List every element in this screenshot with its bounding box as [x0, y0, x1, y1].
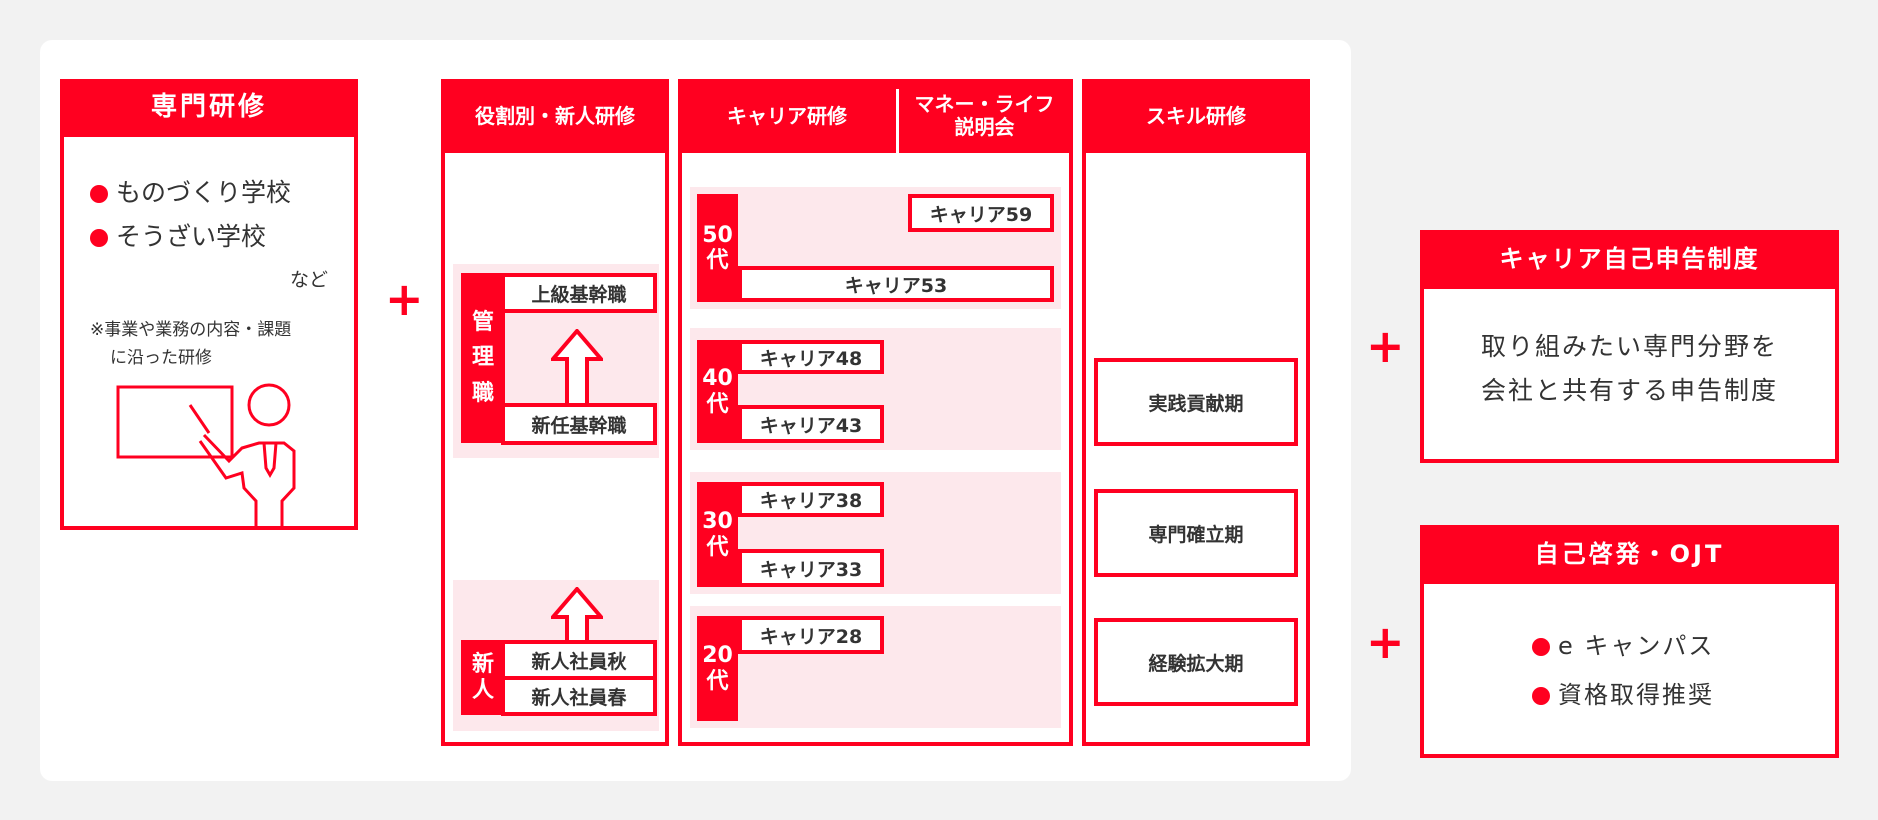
self-report-title: キャリア自己申告制度	[1420, 230, 1839, 289]
header-divider	[896, 89, 899, 153]
career-33-box: キャリア33	[738, 549, 884, 587]
bullet-icon	[90, 185, 108, 203]
senior-manager-box: 上級基幹職	[501, 273, 657, 313]
career-title: キャリア研修	[678, 79, 896, 153]
note-line: に沿った研修	[110, 348, 212, 368]
bullet-icon	[1532, 638, 1550, 656]
role-training-column: 役割別・新人研修 管理職 上級基幹職 新任基幹職 新人 新人社員秋 新人社員春	[441, 79, 669, 746]
skill-stage-specialty: 専門確立期	[1094, 489, 1298, 577]
plus-icon: +	[1366, 615, 1405, 669]
career-59-box: キャリア59	[908, 194, 1054, 232]
bullet-icon	[90, 229, 108, 247]
career-48-box: キャリア48	[738, 340, 884, 374]
presenter-illustration-icon	[116, 383, 296, 530]
bullet-icon	[1532, 687, 1550, 705]
plus-icon: +	[385, 272, 424, 326]
specialty-item: そうざい学校	[90, 217, 266, 253]
arrow-up-icon	[551, 587, 603, 647]
money-life-title: マネー・ライフ説明会	[896, 79, 1073, 153]
arrow-up-icon	[551, 329, 603, 405]
self-development-box: 自己啓発・OJT e キャンパス 資格取得推奨	[1420, 525, 1839, 758]
self-dev-item: e キャンパス	[1532, 626, 1714, 661]
specialty-training-box: 専門研修 ものづくり学校 そうざい学校 など ※事業や業務の内容・課題 に沿った…	[60, 79, 358, 530]
skill-training-column: スキル研修 実践貢献期 専門確立期 経験拡大期	[1082, 79, 1310, 746]
role-title: 役割別・新人研修	[441, 79, 669, 153]
plus-icon: +	[1366, 319, 1405, 373]
specialty-title: 専門研修	[60, 79, 358, 137]
career-38-box: キャリア38	[738, 482, 884, 517]
self-report-description: 取り組みたい専門分野を 会社と共有する申告制度	[1480, 332, 1778, 405]
career-43-box: キャリア43	[738, 405, 884, 443]
self-report-box: キャリア自己申告制度 取り組みたい専門分野を 会社と共有する申告制度	[1420, 230, 1839, 463]
career-53-box: キャリア53	[738, 266, 1054, 302]
self-dev-item: 資格取得推奨	[1532, 675, 1714, 710]
new-employee-autumn-box: 新人社員秋	[501, 640, 657, 680]
skill-title: スキル研修	[1082, 79, 1310, 153]
management-label: 管理職	[461, 273, 505, 443]
new-manager-box: 新任基幹職	[501, 403, 657, 445]
etc-text: など	[289, 269, 328, 291]
newbie-label: 新人	[461, 640, 505, 715]
skill-stage-expansion: 経験拡大期	[1094, 618, 1298, 706]
new-employee-spring-box: 新人社員春	[501, 676, 657, 716]
specialty-item: ものづくり学校	[90, 173, 291, 209]
career-28-box: キャリア28	[738, 616, 884, 654]
skill-stage-practice: 実践貢献期	[1094, 358, 1298, 446]
self-development-title: 自己啓発・OJT	[1420, 525, 1839, 584]
note-line: ※事業や業務の内容・課題	[90, 320, 292, 340]
